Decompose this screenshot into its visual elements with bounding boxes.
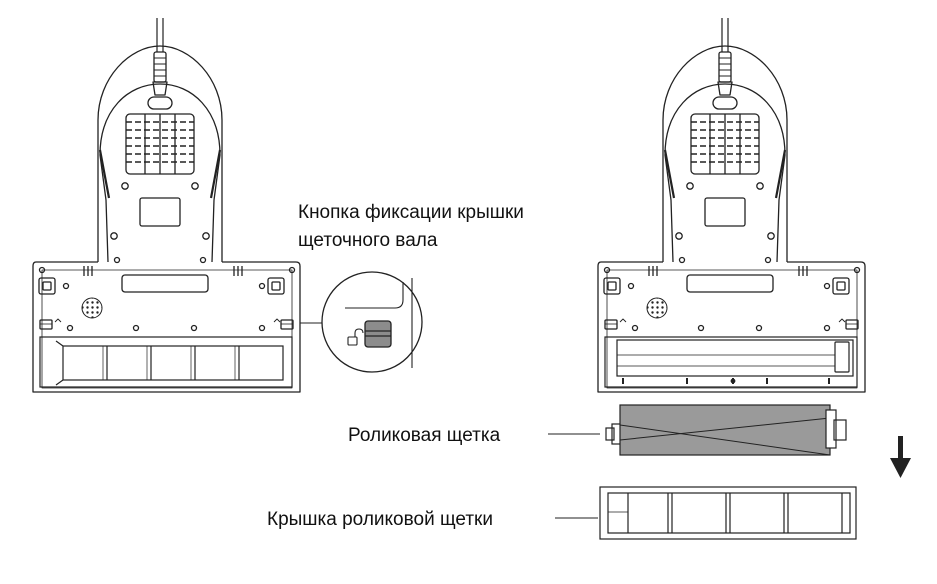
lock-button <box>364 320 392 348</box>
lock-button-label-line2: щеточного вала <box>298 230 438 251</box>
zoom-callout <box>300 271 423 373</box>
brush-window-left <box>39 336 293 388</box>
speaker-grille <box>81 297 103 319</box>
roller-brush <box>605 404 847 456</box>
lock-button-label-line1: Кнопка фиксации крышки <box>298 202 524 223</box>
speaker-grille <box>646 297 668 319</box>
device-right <box>596 16 867 394</box>
brush-cavity-right <box>604 336 858 388</box>
unlock-icon <box>347 328 364 346</box>
magnifier-circle <box>321 271 423 373</box>
device-left <box>31 16 302 394</box>
brush-cover <box>599 486 857 540</box>
down-arrow-icon <box>890 436 911 478</box>
roller-brush-label: Роликовая щетка <box>348 425 501 446</box>
brush-cover-label: Крышка роликовой щетки <box>267 509 493 530</box>
